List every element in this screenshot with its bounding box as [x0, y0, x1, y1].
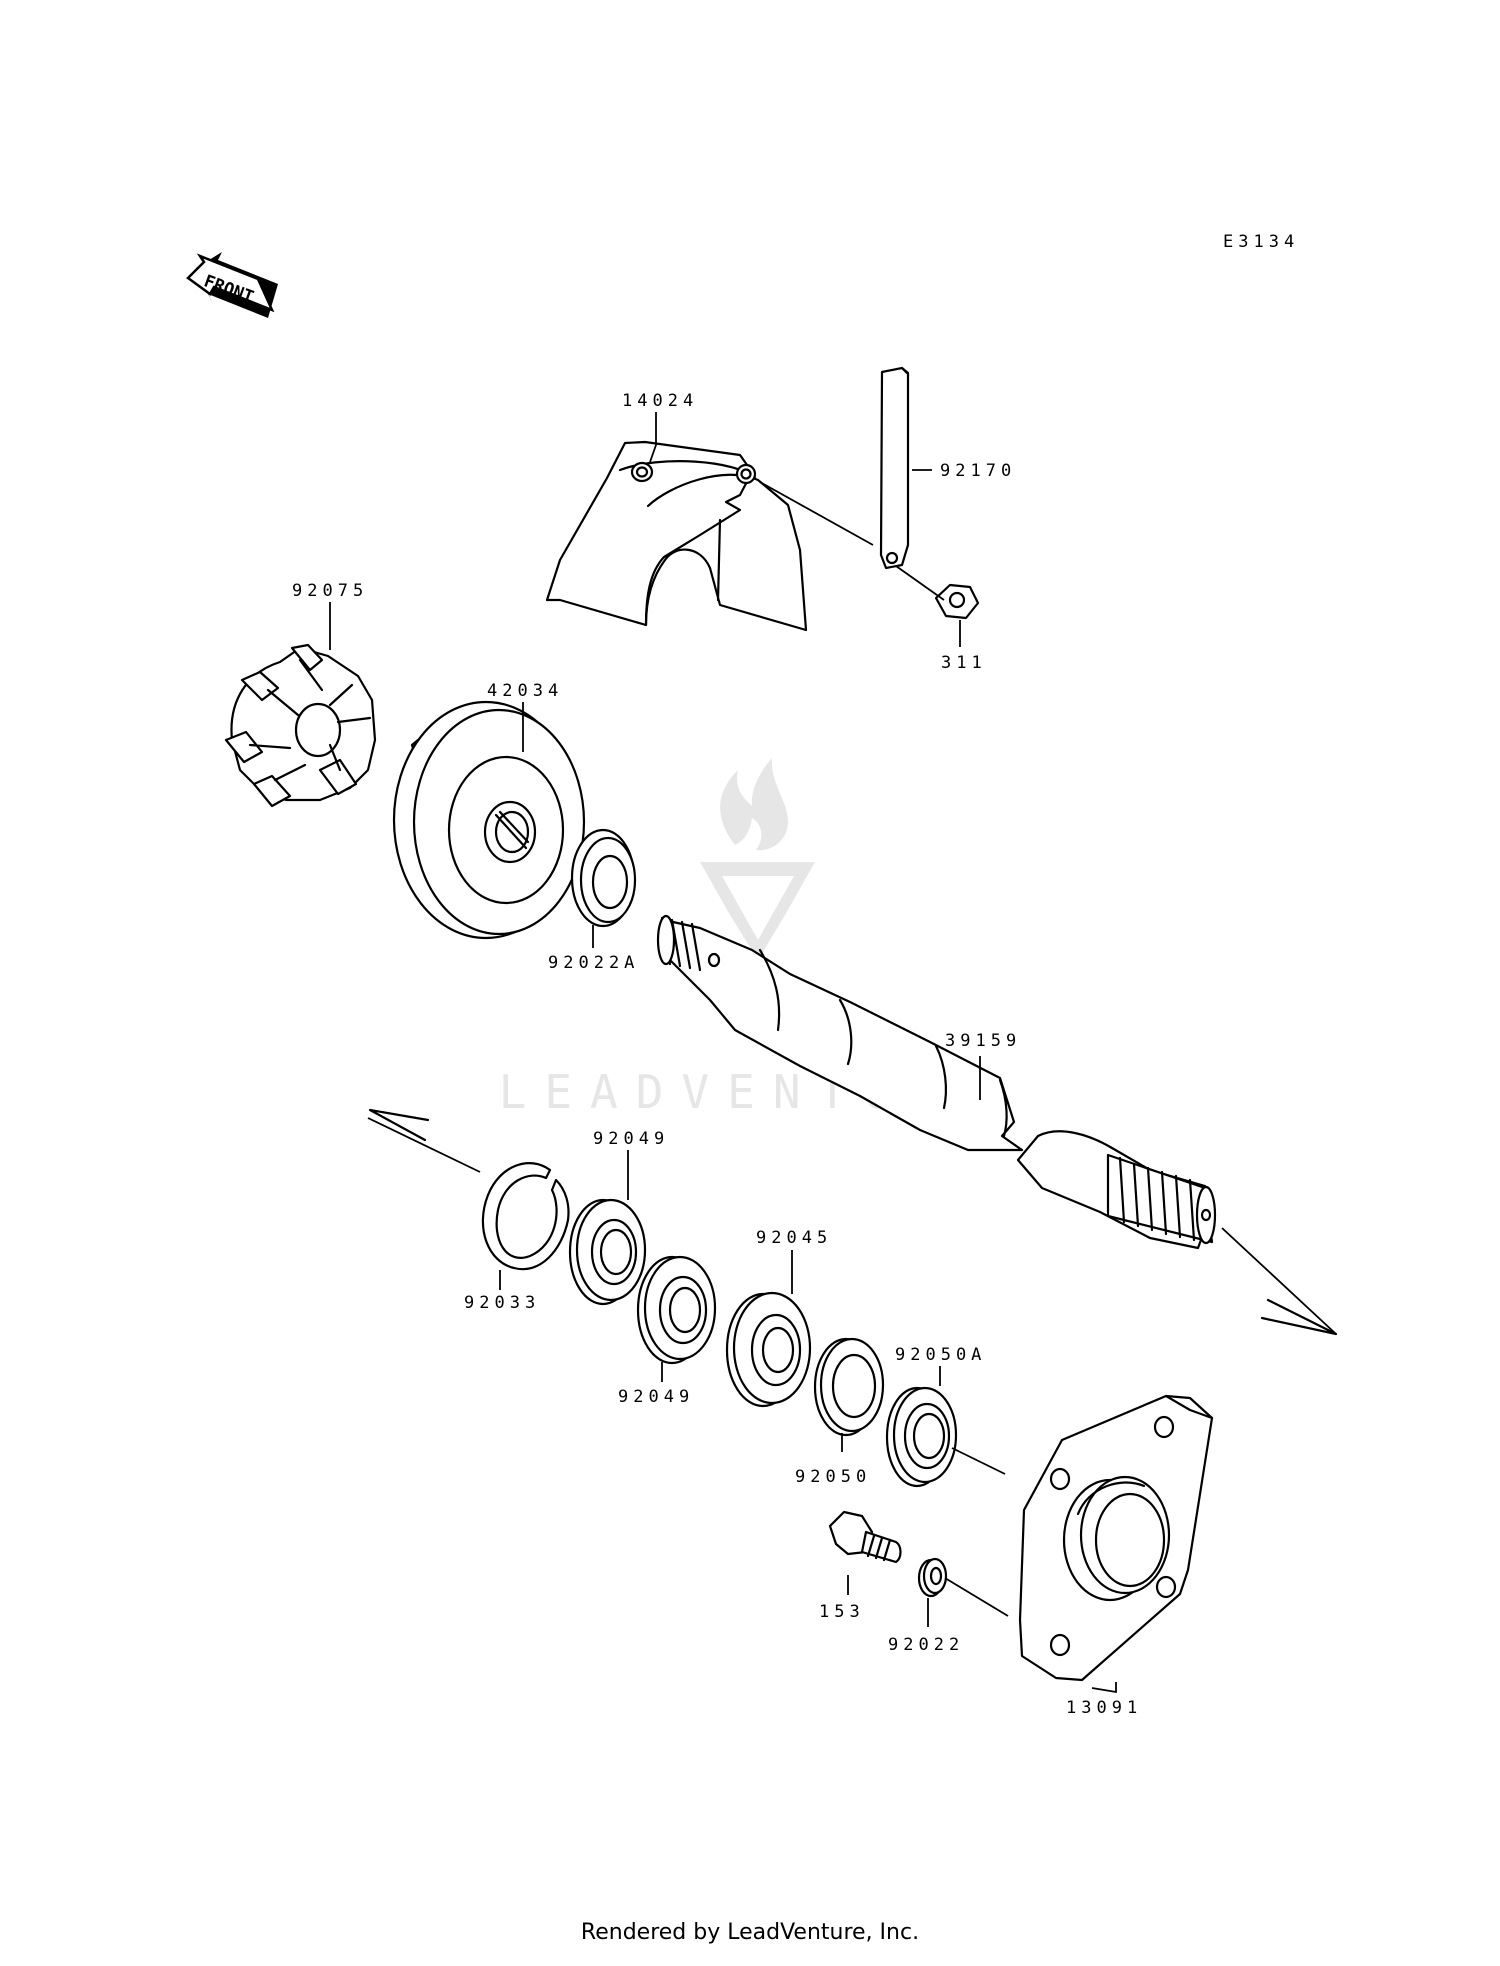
seal-92050 [813, 1337, 885, 1437]
bearing-92049-b [636, 1255, 717, 1365]
label-92022: 92022 [888, 1635, 964, 1655]
front-arrow-icon: FRONT [186, 252, 278, 318]
label-13091: 13091 [1066, 1698, 1142, 1718]
label-92075: 92075 [292, 581, 368, 601]
hub-42034 [392, 700, 586, 940]
label-153: 153 [819, 1602, 865, 1622]
footer-credit: Rendered by LeadVenture, Inc. [580, 1920, 920, 1945]
seal-92050A [885, 1386, 958, 1488]
label-92050: 92050 [795, 1467, 871, 1487]
label-92022A: 92022A [548, 953, 639, 973]
label-14024: 14024 [622, 391, 698, 411]
label-39159: 39159 [945, 1031, 1021, 1051]
cover-14024 [545, 440, 808, 632]
washer-92022A [570, 828, 637, 928]
bearing-92049-a [568, 1198, 647, 1306]
bearing-92045 [725, 1291, 812, 1408]
label-92049-bottom: 92049 [618, 1387, 694, 1407]
diagram-code: E3134 [1223, 232, 1299, 252]
housing-13091 [1018, 1394, 1214, 1682]
axis-arrow-right [1260, 1298, 1338, 1336]
label-311: 311 [941, 653, 987, 673]
part-labels: 14024 92170 311 92075 42034 92022A 39159… [292, 391, 1142, 1718]
axis-arrow-left [368, 1108, 430, 1142]
damper-92075 [224, 643, 377, 808]
label-92045: 92045 [756, 1228, 832, 1248]
nut-311 [934, 583, 980, 620]
shaft-39159 [656, 914, 1217, 1250]
label-92050A: 92050A [895, 1345, 986, 1365]
axis-line-right [1221, 1227, 1337, 1335]
snap-ring-92033 [481, 1162, 570, 1271]
plate-92170 [879, 366, 910, 570]
washer-92022 [917, 1557, 948, 1598]
label-92033: 92033 [464, 1293, 540, 1313]
axis-line-left [367, 1117, 481, 1173]
label-92049-top: 92049 [593, 1129, 669, 1149]
leader-lines [329, 412, 1117, 1694]
label-42034: 42034 [487, 681, 563, 701]
label-92170: 92170 [940, 461, 1016, 481]
nipple-153 [828, 1510, 902, 1564]
